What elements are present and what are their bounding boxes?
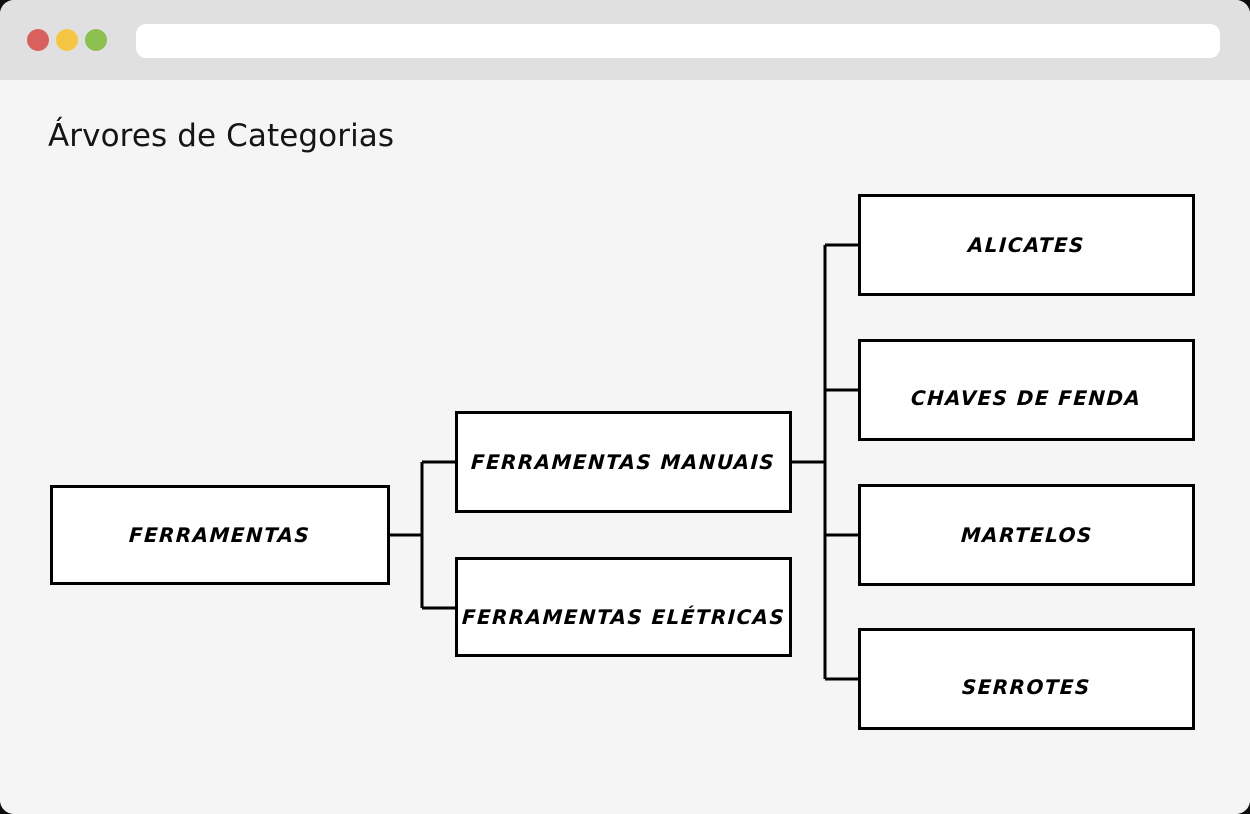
address-bar-input[interactable]	[136, 24, 1220, 58]
tree-node-label: SERROTES	[961, 675, 1092, 699]
tree-connectors	[390, 243, 858, 681]
page-title: Árvores de Categorias	[48, 118, 395, 154]
tree-node-label: FERRAMENTAS MANUAIS	[470, 450, 777, 474]
tree-node-label: MARTELOS	[959, 523, 1094, 547]
tree-node-leaf-serrotes[interactable]: SERROTES	[858, 628, 1195, 730]
tree-node-leaf-martelos[interactable]: MARTELOS	[858, 484, 1195, 586]
tree-node-label: FERRAMENTAS ELÉTRICAS	[461, 605, 786, 629]
tree-node-leaf-chaves-de-fenda[interactable]: CHAVES DE FENDA	[858, 339, 1195, 441]
tree-node-branch-ferramentas-manuais[interactable]: FERRAMENTAS MANUAIS	[455, 411, 792, 513]
minimize-window-button[interactable]	[56, 29, 78, 51]
tree-node-branch-ferramentas-eletricas[interactable]: FERRAMENTAS ELÉTRICAS	[455, 557, 792, 657]
tree-node-label: FERRAMENTAS	[128, 523, 312, 547]
window-controls	[27, 29, 127, 51]
page-content: Árvores de Categorias	[0, 80, 1250, 814]
tree-node-leaf-alicates[interactable]: ALICATES	[858, 194, 1195, 296]
maximize-window-button[interactable]	[85, 29, 107, 51]
browser-chrome-bar	[0, 0, 1250, 80]
close-window-button[interactable]	[27, 29, 49, 51]
category-tree-diagram: FERRAMENTAS FERRAMENTAS MANUAIS FERRAMEN…	[0, 80, 1250, 814]
tree-node-root[interactable]: FERRAMENTAS	[50, 485, 390, 585]
tree-node-label: CHAVES DE FENDA	[910, 386, 1143, 410]
tree-node-label: ALICATES	[967, 233, 1086, 257]
